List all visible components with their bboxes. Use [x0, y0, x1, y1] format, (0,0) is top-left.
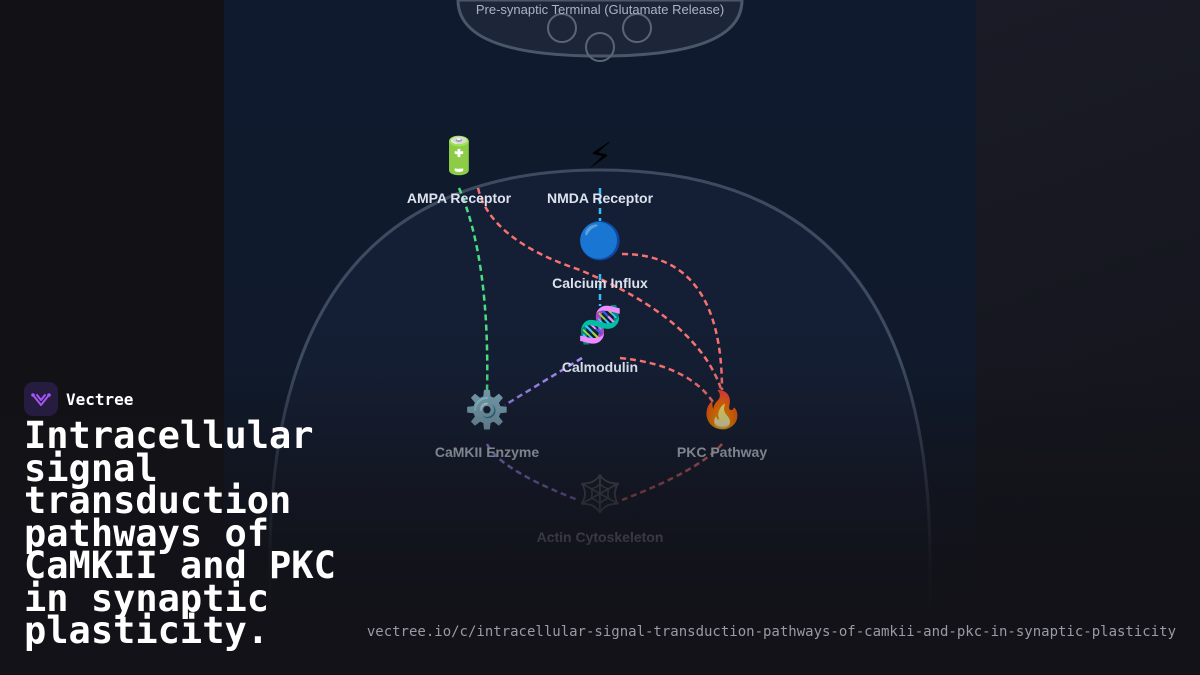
edge-ampa-pkc — [476, 187, 724, 393]
page-url: vectree.io/c/intracellular-signal-transd… — [366, 624, 1176, 640]
dna-icon: 🧬 — [577, 305, 623, 346]
vectree-logo-icon — [24, 382, 58, 416]
edge-ampa-camkii — [457, 187, 489, 393]
edge-calcium-pkc — [621, 252, 724, 391]
vesicle — [547, 13, 577, 43]
vesicle — [585, 32, 615, 62]
node-label-calmodulin: Calmodulin — [561, 359, 639, 375]
vesicle — [622, 13, 652, 43]
lightning-icon: ⚡ — [587, 136, 613, 177]
battery-icon: 🔋 — [436, 136, 482, 177]
node-label-pkc: PKC Pathway — [676, 444, 768, 460]
page-title: Intracellular signal transduction pathwa… — [24, 414, 336, 652]
gear-icon: ⚙️ — [464, 390, 510, 431]
node-label-camkii: CaMKII Enzyme — [434, 444, 540, 460]
fire-icon: 🔥 — [699, 390, 745, 431]
node-label-actin: Actin Cytoskeleton — [536, 529, 664, 545]
web-icon: 🕸️ — [577, 474, 623, 515]
presynaptic-label: Pre-synaptic Terminal (Glutamate Release… — [475, 2, 725, 17]
node-label-ampa: AMPA Receptor — [406, 190, 512, 206]
node-label-nmda: NMDA Receptor — [546, 190, 654, 206]
brand-name: Vectree — [66, 389, 134, 409]
brand: Vectree — [24, 382, 133, 416]
node-label-calcium: Calcium Influx — [552, 275, 648, 291]
blue-circle-icon: 🔵 — [577, 221, 623, 262]
presynaptic-terminal — [456, 0, 744, 58]
